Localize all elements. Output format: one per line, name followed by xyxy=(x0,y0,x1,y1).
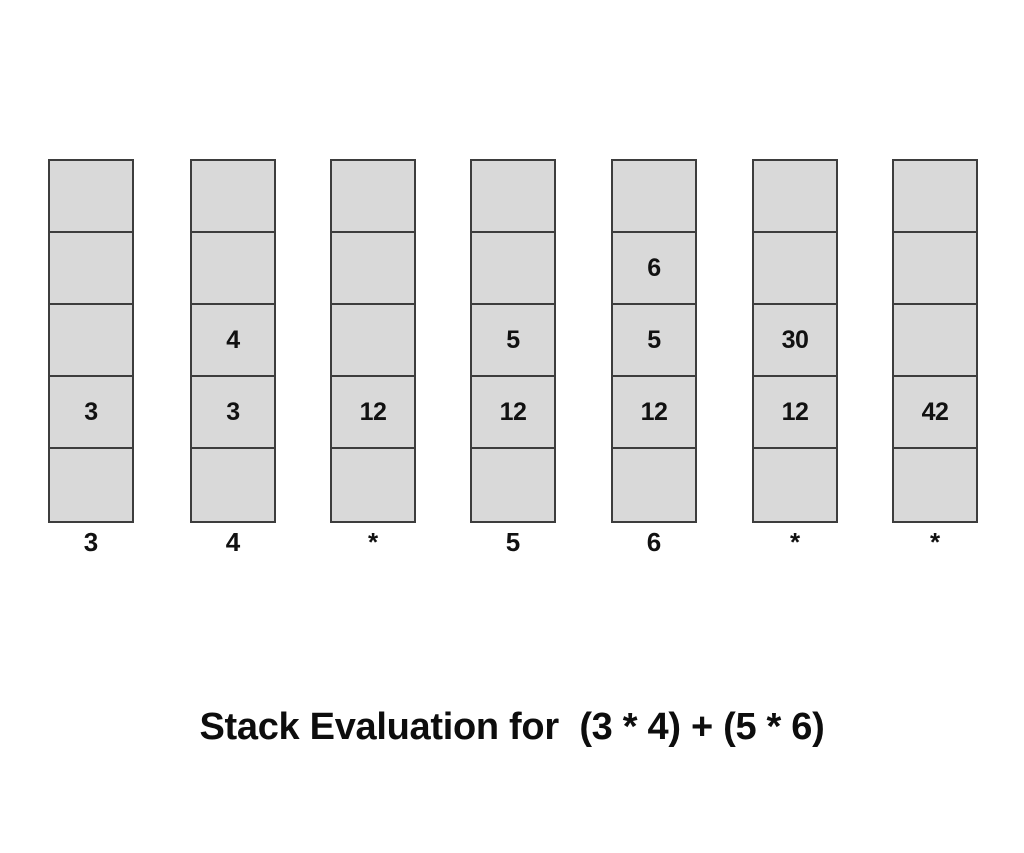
stack-cell-empty xyxy=(894,161,976,233)
stack-cell-empty xyxy=(754,233,836,305)
stack-cell-empty xyxy=(613,161,695,233)
stack-cell-value: 12 xyxy=(332,377,414,449)
stack-cell-empty xyxy=(472,449,554,521)
stack-column: 42 * xyxy=(892,159,978,557)
stack-cell-empty xyxy=(192,233,274,305)
stack-cell-empty xyxy=(332,305,414,377)
stack-cell-value: 5 xyxy=(472,305,554,377)
stack-cell-empty xyxy=(192,449,274,521)
stack-cell-empty xyxy=(50,233,132,305)
stack-cell-empty xyxy=(613,449,695,521)
stack-token-label: 3 xyxy=(83,527,99,557)
stack-cell-value: 12 xyxy=(472,377,554,449)
stack-cells: 12 xyxy=(330,159,416,523)
stack-token-label: * xyxy=(367,527,379,557)
stack-cell-empty xyxy=(332,161,414,233)
stack-cell-empty xyxy=(472,233,554,305)
stack-cell-empty xyxy=(50,449,132,521)
stack-cell-value: 42 xyxy=(894,377,976,449)
stack-cell-value: 3 xyxy=(50,377,132,449)
stack-cell-value: 12 xyxy=(754,377,836,449)
stack-column: 12 * xyxy=(330,159,416,557)
diagram-title: Stack Evaluation for (3 * 4) + (5 * 6) xyxy=(199,706,825,748)
stack-cell-empty xyxy=(754,161,836,233)
stack-cells: 3 xyxy=(48,159,134,523)
stack-token-label: * xyxy=(789,527,801,557)
stack-cell-empty xyxy=(754,449,836,521)
stack-token-label: 5 xyxy=(505,527,521,557)
stack-token-label: * xyxy=(929,527,941,557)
stack-cell-empty xyxy=(50,161,132,233)
stack-cell-empty xyxy=(332,449,414,521)
stack-cell-value: 3 xyxy=(192,377,274,449)
stack-cell-empty xyxy=(894,233,976,305)
stack-cell-value: 30 xyxy=(754,305,836,377)
stack-cell-empty xyxy=(894,449,976,521)
stack-cells: 42 xyxy=(892,159,978,523)
stack-token-label: 4 xyxy=(225,527,241,557)
stack-cell-value: 4 xyxy=(192,305,274,377)
stack-cell-empty xyxy=(894,305,976,377)
stack-cell-empty xyxy=(332,233,414,305)
stack-cell-value: 12 xyxy=(613,377,695,449)
stack-cell-value: 6 xyxy=(613,233,695,305)
stack-cell-empty xyxy=(472,161,554,233)
stack-token-label: 6 xyxy=(646,527,662,557)
stack-cell-empty xyxy=(192,161,274,233)
stack-cell-empty xyxy=(50,305,132,377)
stack-cell-value: 5 xyxy=(613,305,695,377)
